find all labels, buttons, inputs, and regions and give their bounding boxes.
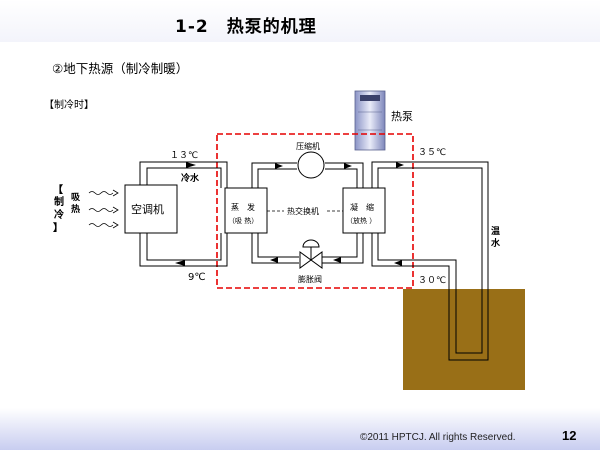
- arrow-valve-left: [270, 257, 278, 263]
- cold-water-label: 冷水: [181, 172, 200, 184]
- absorb-char-2: 热: [71, 203, 80, 215]
- evaporator-label: 蒸 发: [231, 202, 255, 212]
- ground-block: [403, 289, 525, 390]
- compressor-icon: [297, 151, 325, 179]
- temp-9c: 9℃: [188, 272, 206, 283]
- condenser-box: [342, 187, 386, 234]
- condenser-label: 凝 缩: [350, 202, 374, 212]
- warm-water-vertical-label: 温 水: [491, 225, 501, 249]
- page-subtitle: ②地下热源（制冷制暖）: [52, 61, 189, 76]
- page-number: 12: [562, 428, 577, 443]
- expansion-valve-label: 膨胀阀: [298, 274, 322, 284]
- cooling-vertical-label: 【 制 冷 】: [53, 183, 64, 234]
- warm-water-char-1: 温: [491, 225, 500, 237]
- heat-pump-label: 热泵: [391, 110, 413, 123]
- flow-arrows: [175, 162, 404, 266]
- expansion-valve-icon: [299, 239, 323, 269]
- evaporator-box: [224, 187, 268, 234]
- arrow-right-bottom: [394, 260, 402, 266]
- cooling-char-2: 制: [54, 195, 64, 208]
- heat-pump-boundary: [216, 133, 414, 289]
- refrigerant-loop: [251, 162, 364, 264]
- cooling-char-1: 【: [53, 183, 63, 196]
- footer-band: [0, 408, 600, 450]
- cooling-char-3: 冷: [54, 208, 64, 221]
- heat-absorb-arrows-icon: [88, 189, 119, 229]
- temp-30c: ３０℃: [418, 276, 446, 286]
- heat-pump-unit-icon: [354, 90, 386, 151]
- warm-water-loop: [371, 161, 489, 361]
- temp-35c: ３５℃: [418, 148, 446, 158]
- arrow-right-top: [396, 162, 404, 168]
- temp-13c: １３℃: [170, 151, 198, 161]
- heat-exchanger-label: 热交换机: [287, 206, 319, 216]
- absorb-char-1: 吸: [71, 192, 81, 203]
- condenser-sublabel: （放热 ）: [346, 216, 376, 225]
- cooling-char-4: 】: [53, 221, 63, 234]
- arrow-compressor-out: [344, 163, 352, 169]
- cold-water-loop: [139, 161, 228, 267]
- ac-unit-label: 空调机: [131, 202, 164, 216]
- copyright-text: ©2011 HPTCJ. All rights Reserved.: [360, 432, 516, 443]
- warm-water-char-2: 水: [491, 237, 501, 249]
- arrow-left-top: [186, 162, 196, 168]
- heat-absorb-vertical-label: 吸 热: [71, 192, 81, 215]
- evaporator-sublabel: （吸 热）: [228, 216, 258, 225]
- header-band: [0, 0, 600, 42]
- arrow-compressor-in: [275, 163, 283, 169]
- page-title: 1-2 热泵的机理: [175, 17, 317, 37]
- compressor-label: 压缩机: [296, 141, 320, 151]
- mode-label: 【制冷时】: [44, 100, 94, 111]
- arrow-valve-right: [333, 257, 341, 263]
- ac-unit-box: [124, 184, 178, 234]
- arrow-left-bottom: [175, 260, 185, 266]
